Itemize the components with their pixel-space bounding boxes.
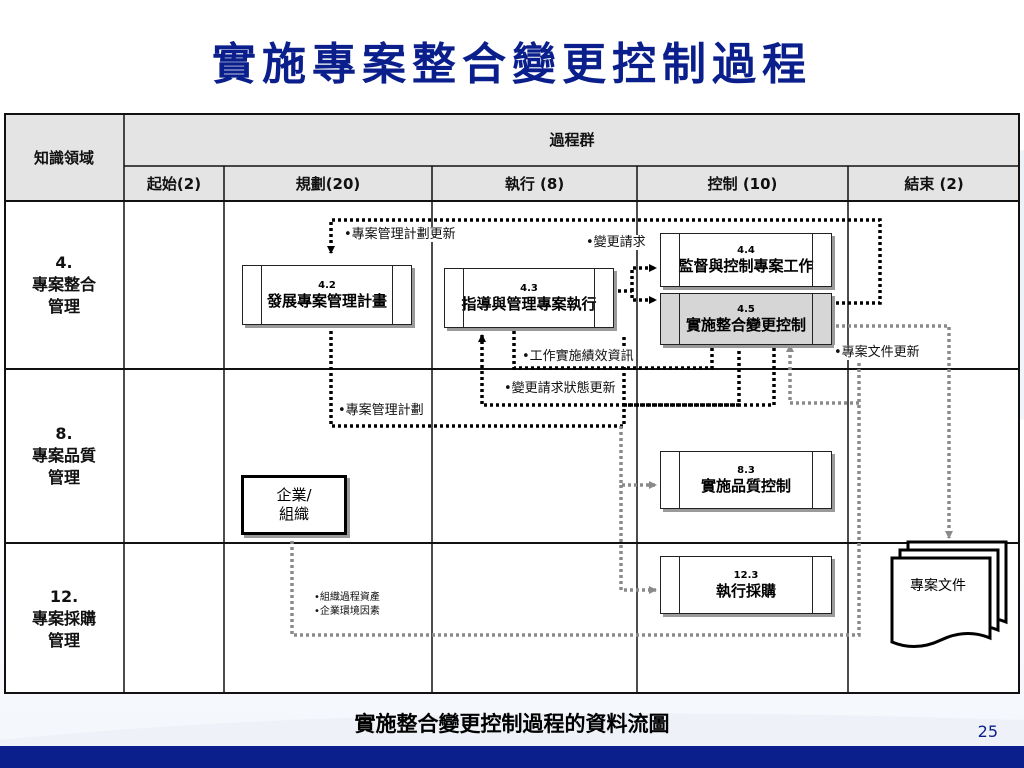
column-header-controlling: 控制 (10) [637,166,848,201]
row-label-quality: 8. 專案品質 管理 [4,369,124,543]
flow-label-pm-plan: •專案管理計劃 [338,403,424,418]
row-name: 管理 [47,468,80,487]
flow-label-org-assets: •組織過程資產 [314,592,380,603]
project-documents-label: 專案文件 [910,578,966,594]
process-4-3[interactable]: 4.3 指導與管理專案執行 [444,268,614,328]
footer-bar [0,746,1024,768]
row-name: 管理 [47,297,80,316]
row-name: 管理 [47,630,80,650]
row-name: 專案整合 [31,275,96,294]
figure-caption: 實施整合變更控制過程的資料流圖 [354,711,670,736]
flow-label-work-performance: •工作實施績效資訊 [522,349,634,364]
process-group-header: 過程群 [124,113,1020,166]
process-number: 12.3 [733,570,759,581]
row-label-procurement: 12. 專案採購 管理 [4,543,124,694]
process-4-4[interactable]: 4.4 監督與控制專案工作 [660,233,832,287]
column-header-closing: 結束 (2) [848,166,1020,201]
flow-label-change-status-updates: •變更請求狀態更新 [504,381,616,396]
enterprise-label: 組織 [278,505,309,523]
process-table: 知識領域 過程群 起始(2) 規劃(20) 執行 (8) 控制 (10) 結束 … [4,113,1020,694]
table-grid [4,113,1020,694]
enterprise-organization-box[interactable]: 企業/ 組織 [241,475,347,535]
flow-label-pm-plan-updates: •專案管理計劃更新 [344,227,456,242]
row-label-integration: 4. 專案整合 管理 [4,201,124,369]
enterprise-label: 企業/ [276,486,312,504]
slide-title: 實施專案整合變更控制過程 [212,39,812,90]
flow-label-env-factors: •企業環境因素 [314,606,380,617]
process-name: 指導與管理專案執行 [461,295,597,313]
process-number: 4.2 [318,280,336,291]
process-name: 執行採購 [715,582,776,600]
row-number: 4. [55,253,73,272]
row-name: 專案品質 [31,446,96,465]
knowledge-area-header: 知識領域 [4,113,124,201]
column-header-executing: 執行 (8) [432,166,637,201]
row-name: 專案採購 [31,608,96,628]
column-header-initiating: 起始(2) [124,166,224,201]
process-12-3[interactable]: 12.3 執行採購 [660,556,832,614]
page-number: 25 [977,722,998,741]
process-number: 4.5 [737,304,755,315]
process-number: 4.3 [520,283,538,294]
column-header-planning: 規劃(20) [224,166,432,201]
process-4-5[interactable]: 4.5 實施整合變更控制 [660,293,832,345]
process-name: 實施整合變更控制 [685,316,806,334]
data-flow-arrows [290,218,953,637]
row-number: 12. [49,586,79,606]
process-number: 4.4 [737,245,755,256]
process-number: 8.3 [737,465,755,476]
process-8-3[interactable]: 8.3 實施品質控制 [660,451,832,509]
flow-label-change-requests: •變更請求 [586,235,646,250]
process-name: 發展專案管理計畫 [266,292,387,310]
process-name: 實施品質控制 [700,477,791,495]
process-name: 監督與控制專案工作 [678,257,814,275]
flow-label-doc-updates: •專案文件更新 [834,345,920,360]
project-documents-icon[interactable] [882,538,1012,658]
process-4-2[interactable]: 4.2 發展專案管理計畫 [242,265,412,325]
row-number: 8. [55,424,73,443]
